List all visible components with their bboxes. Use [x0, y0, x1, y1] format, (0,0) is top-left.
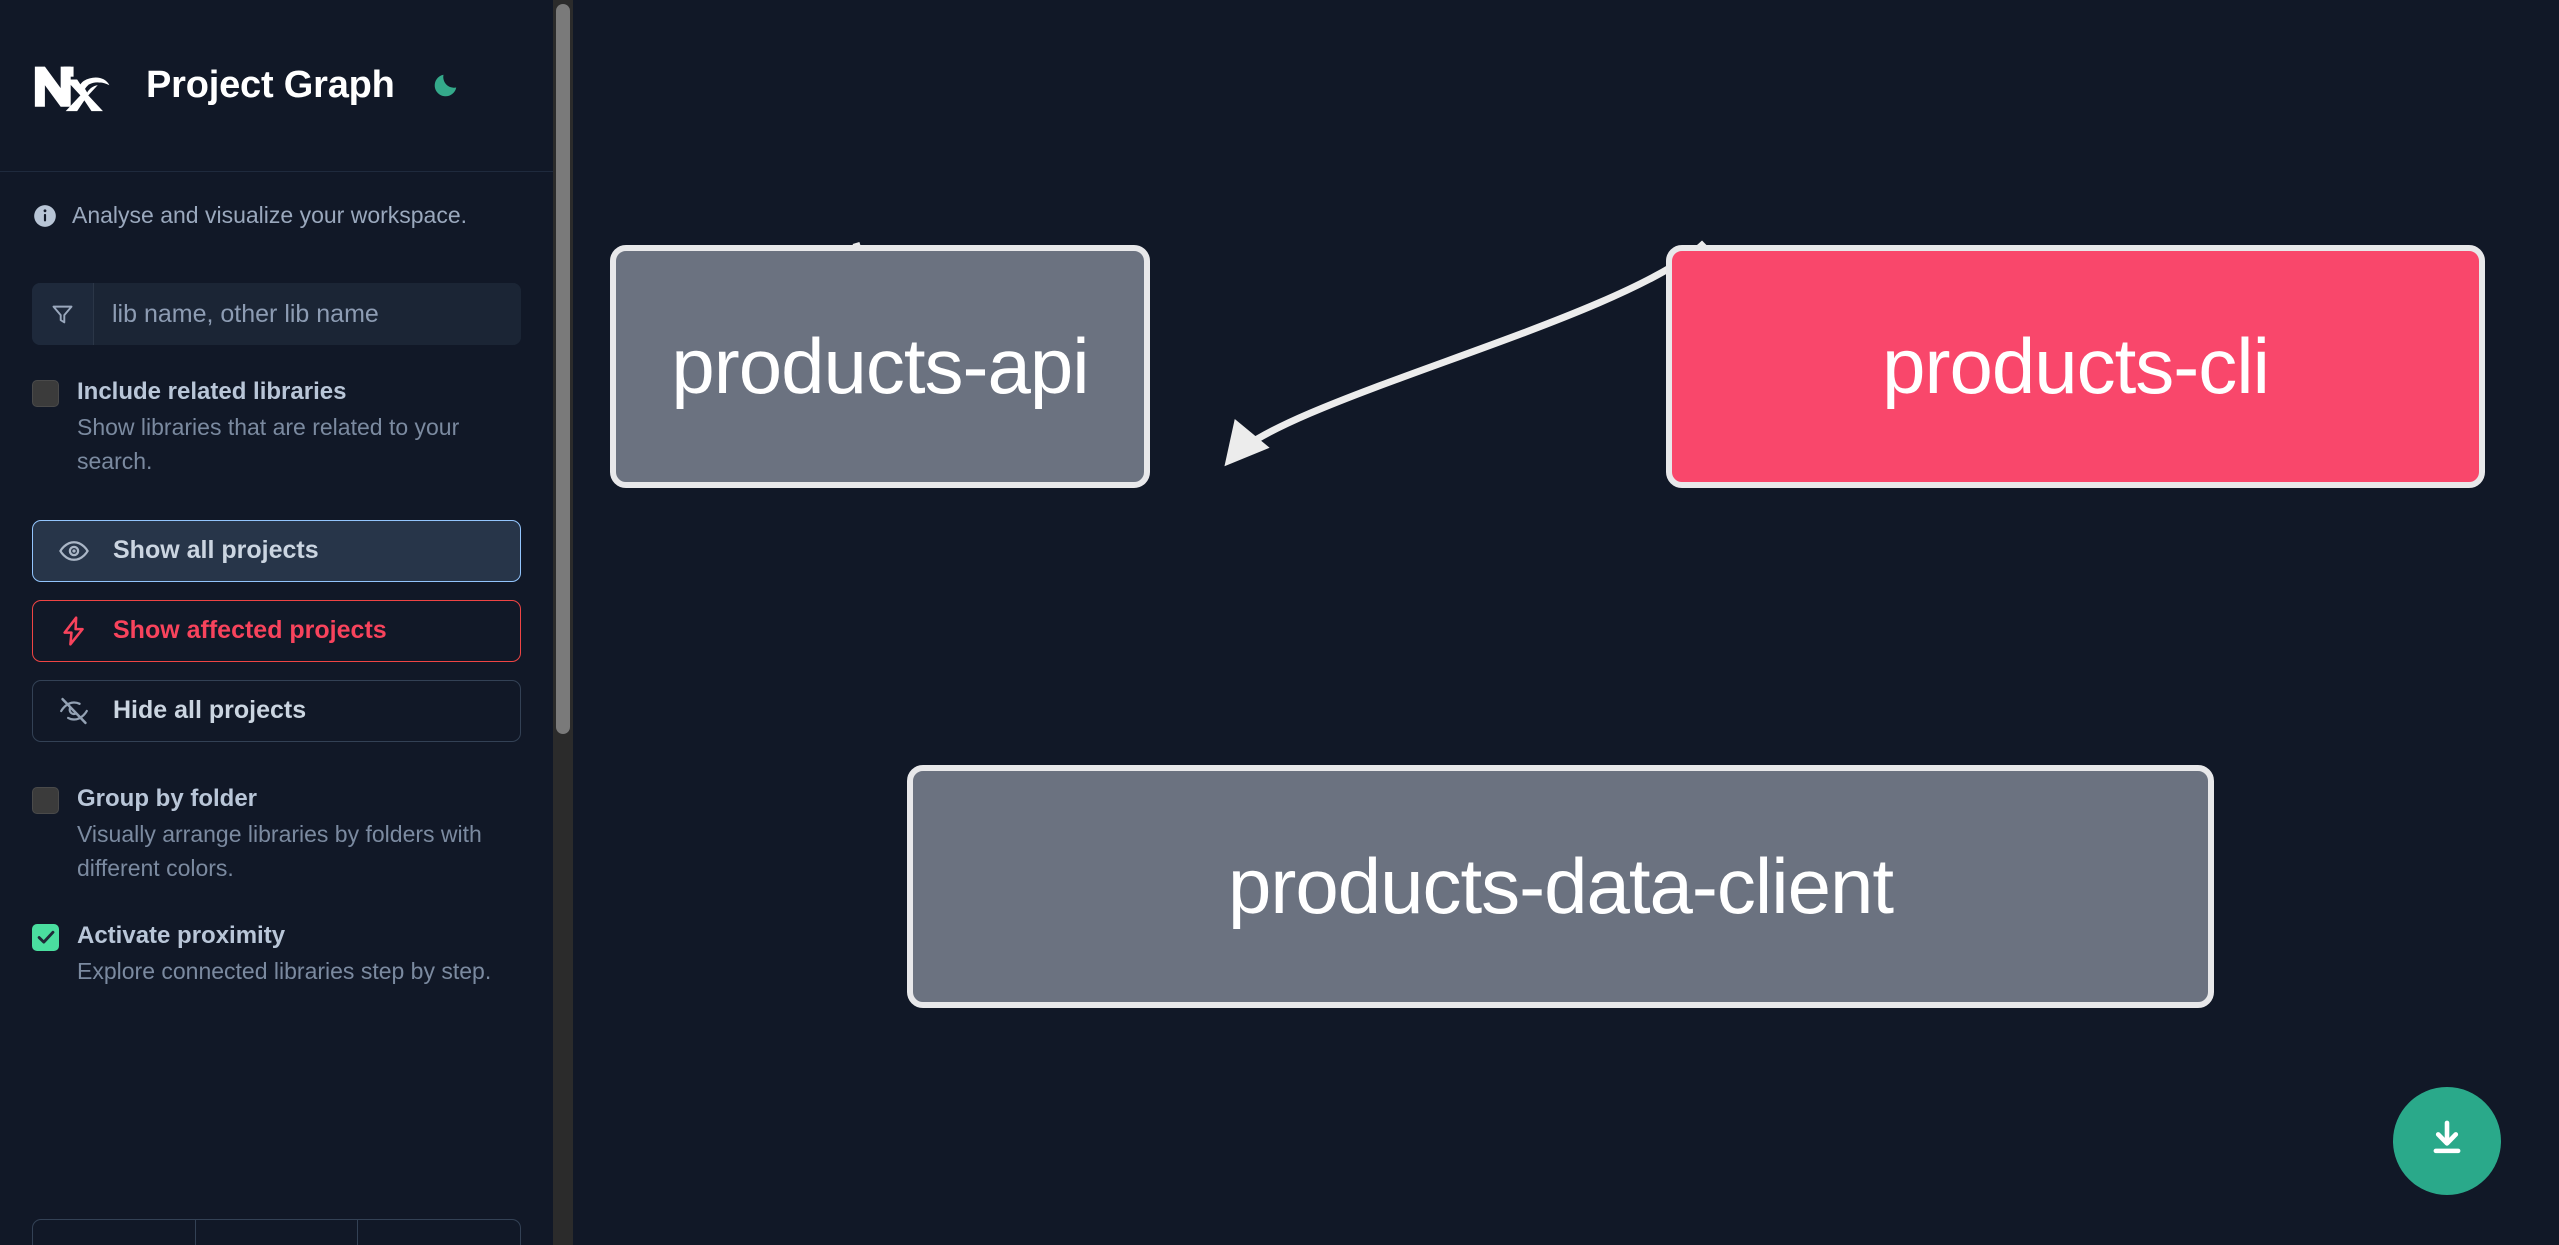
- edge-products-cli-to-products-data-client[interactable]: [1224, 240, 1707, 467]
- sidebar: Project Graph Analyse and visualize your…: [0, 0, 553, 1245]
- option-label: Activate proximity: [77, 921, 286, 949]
- group-by-folder-checkbox[interactable]: [32, 786, 59, 814]
- search-input[interactable]: [94, 283, 521, 345]
- segment-3[interactable]: [358, 1220, 520, 1245]
- filter-funnel-icon[interactable]: [32, 283, 94, 345]
- download-icon: [2424, 1116, 2470, 1167]
- segment-2[interactable]: [196, 1220, 359, 1245]
- option-include-related-libraries[interactable]: Include related libraries Show libraries…: [32, 375, 521, 478]
- sidebar-scrollbar-track[interactable]: [553, 0, 573, 1245]
- workspace-blurb-text: Analyse and visualize your workspace.: [72, 202, 468, 228]
- download-graph-button[interactable]: [2393, 1087, 2501, 1195]
- project-visibility-buttons: Show all projects Show affected projects: [32, 519, 521, 742]
- show-all-projects-label: Show all projects: [113, 536, 319, 565]
- graph-node-products-cli[interactable]: products-cli: [1666, 245, 2485, 488]
- option-activate-proximity[interactable]: Activate proximity Explore connected lib…: [32, 919, 521, 988]
- option-text-group: Activate proximity Explore connected lib…: [77, 919, 491, 988]
- segment-1[interactable]: [33, 1220, 196, 1245]
- option-description: Visually arrange libraries by folders wi…: [77, 820, 482, 881]
- page-title: Project Graph: [146, 64, 395, 106]
- hide-all-projects-button[interactable]: Hide all projects: [32, 679, 521, 742]
- graph-layout-segmented-control[interactable]: [32, 1219, 521, 1245]
- moon-icon[interactable]: [425, 66, 465, 106]
- workspace-blurb: Analyse and visualize your workspace.: [32, 172, 521, 229]
- option-text-group: Include related libraries Show libraries…: [77, 375, 521, 478]
- show-affected-projects-label: Show affected projects: [113, 616, 387, 645]
- graph-node-products-data-client[interactable]: products-data-client: [907, 765, 2214, 1008]
- option-description: Show libraries that are related to your …: [77, 413, 460, 474]
- info-circle-icon: [32, 203, 58, 229]
- lightning-bolt-icon: [57, 614, 91, 648]
- option-group-by-folder[interactable]: Group by folder Visually arrange librari…: [32, 782, 521, 885]
- graph-edges-layer: [852, 240, 1707, 467]
- graph-node-label: products-cli: [1882, 322, 2270, 410]
- option-label: Include related libraries: [77, 378, 347, 405]
- sidebar-body: Analyse and visualize your workspace. In…: [0, 172, 553, 988]
- graph-node-products-api[interactable]: products-api: [610, 245, 1150, 488]
- sidebar-header: Project Graph: [0, 0, 553, 172]
- show-affected-projects-button[interactable]: Show affected projects: [32, 599, 521, 662]
- option-description: Explore connected libraries step by step…: [77, 957, 492, 984]
- graph-node-label: products-data-client: [1227, 842, 1894, 930]
- include-related-libraries-checkbox[interactable]: [32, 380, 59, 407]
- hide-all-projects-label: Hide all projects: [113, 696, 307, 725]
- search-box: [32, 283, 521, 345]
- option-label: Group by folder: [77, 784, 257, 812]
- graph-node-label: products-api: [671, 322, 1089, 410]
- eye-icon: [57, 534, 91, 568]
- graph-canvas[interactable]: products-api products-cli products-data-…: [553, 0, 2559, 1245]
- nx-logo-icon: [32, 60, 118, 112]
- activate-proximity-checkbox[interactable]: [32, 923, 59, 951]
- show-all-projects-button[interactable]: Show all projects: [32, 519, 521, 582]
- sidebar-scrollbar-thumb[interactable]: [556, 4, 570, 734]
- eye-off-icon: [57, 694, 91, 728]
- option-text-group: Group by folder Visually arrange librari…: [77, 782, 521, 885]
